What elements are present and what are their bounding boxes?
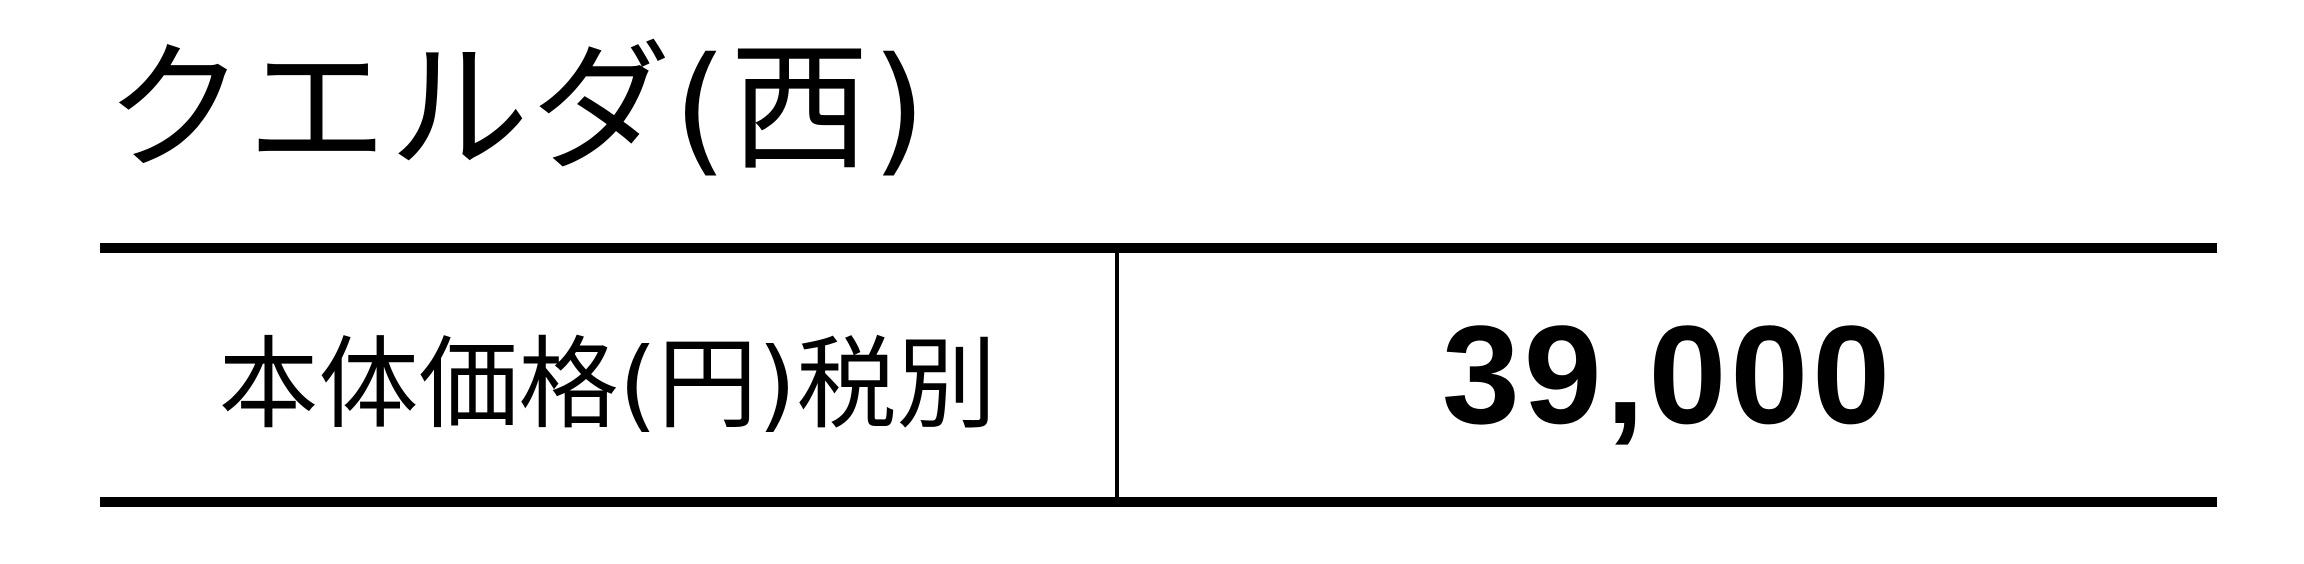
table-bottom-rule [100, 497, 2217, 507]
table-top-rule [100, 243, 2217, 253]
price-label-cell: 本体価格(円)税別 [100, 253, 1115, 497]
product-title: クエルダ(西) [105, 28, 929, 191]
price-value-cell: 39,000 [1119, 253, 2217, 497]
price-label: 本体価格(円)税別 [218, 325, 997, 443]
price-table: 本体価格(円)税別 39,000 [100, 243, 2217, 507]
column-divider [1115, 253, 1119, 497]
price-value: 39,000 [1441, 296, 1895, 453]
